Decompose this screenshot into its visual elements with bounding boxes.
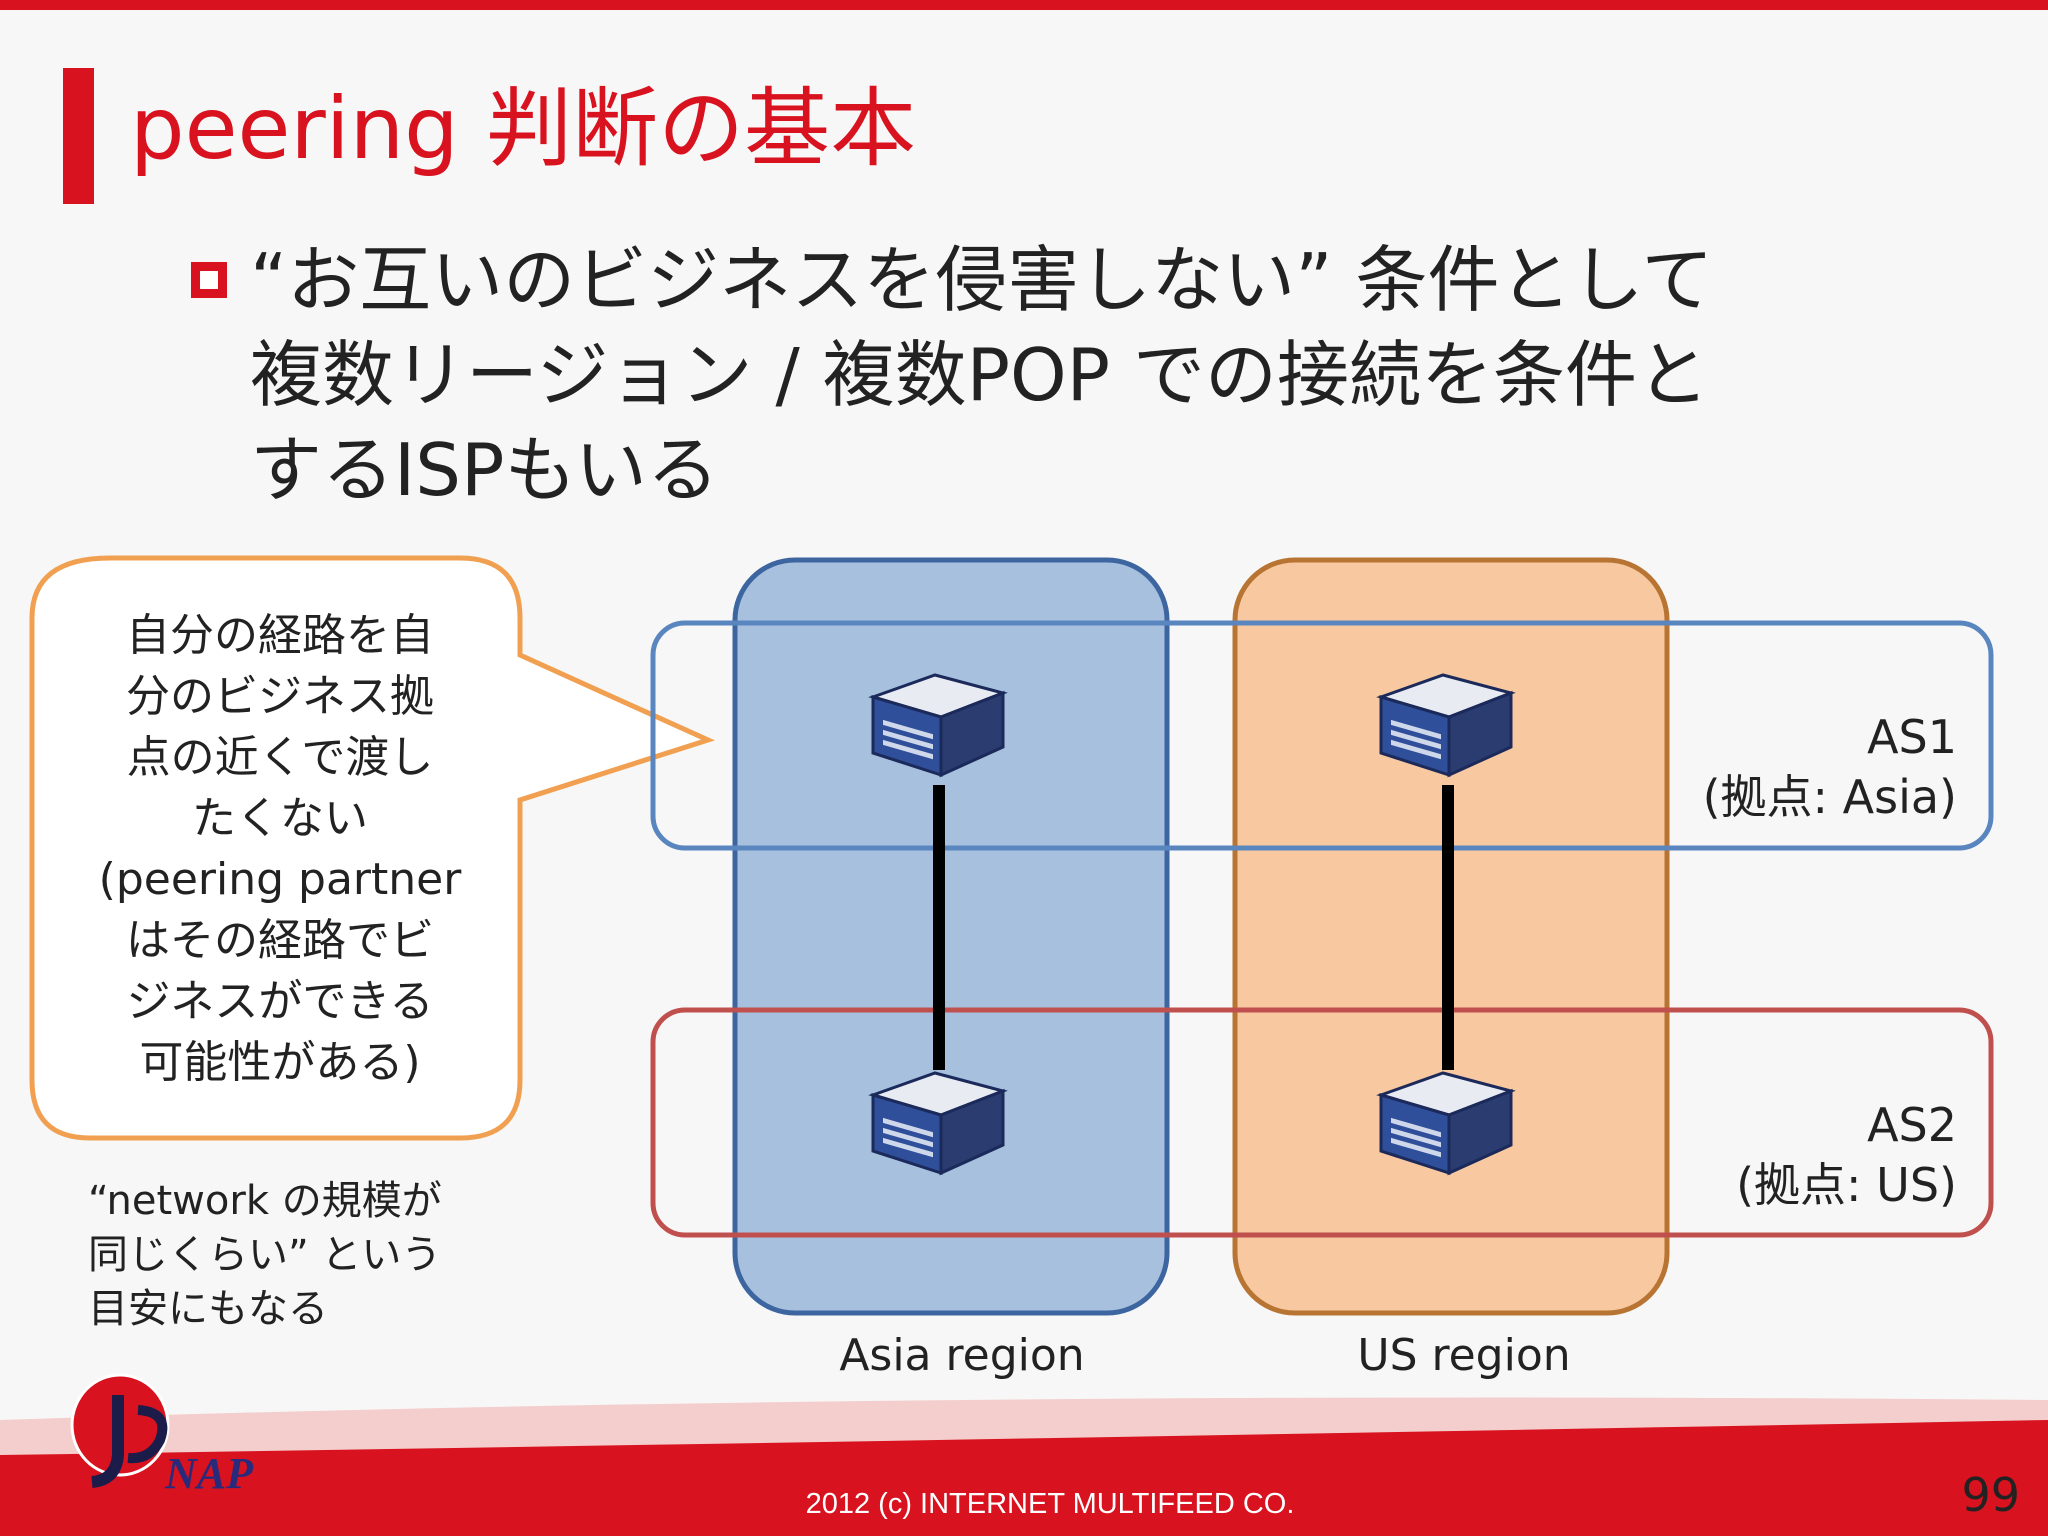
callout-bubble-shape [29, 555, 715, 1141]
callout-line: ジネスができる [126, 976, 434, 1027]
side-note: “network の規模が 同じくらい” という 目安にもなる [88, 1174, 508, 1336]
note-line: 目安にもなる [88, 1286, 328, 1332]
top-accent-bar [0, 0, 2048, 10]
slide-title: peering 判断の基本 [130, 79, 917, 179]
bullet-text-line-2: 複数リージョン / 複数POP での接続を条件と [250, 333, 1709, 417]
callout-line: 自分の経路を自 [126, 610, 434, 661]
note-line: “network の規模が [88, 1178, 442, 1224]
as1-name: AS1 [1867, 710, 1957, 764]
us-region-label: US region [1357, 1330, 1571, 1381]
as2-box [650, 1007, 1994, 1238]
callout-line: はその経路でビ [126, 915, 434, 966]
copyright-text: 2012 (c) INTERNET MULTIFEED CO. [805, 1488, 1295, 1520]
callout-line: (peering partner [98, 854, 462, 905]
as1-box [650, 620, 1994, 851]
callout-line: 分のビジネス拠 [126, 671, 434, 722]
jpnap-logo-icon [70, 1373, 170, 1488]
bullet-square-icon [191, 262, 227, 298]
as2-base: (拠点: US) [1736, 1158, 1957, 1212]
as2-label: AS2 (拠点: US) [1597, 1095, 1957, 1215]
callout-line: 点の近くで渡し [126, 732, 434, 783]
as1-base: (拠点: Asia) [1702, 770, 1957, 824]
callout-line: 可能性がある) [139, 1037, 421, 1088]
note-line: 同じくらい” という [88, 1232, 442, 1278]
title-accent-bar [63, 68, 94, 204]
as1-label: AS1 (拠点: Asia) [1597, 707, 1957, 827]
asia-region-box [732, 557, 1170, 1316]
callout-text: 自分の経路を自 分のビジネス拠 点の近くで渡し たくない (peering pa… [70, 605, 490, 1093]
footer-swoosh-main [0, 1420, 2048, 1536]
page-number: 99 [1961, 1468, 2020, 1522]
callout-line: たくない [192, 793, 368, 844]
asia-region-label: Asia region [839, 1330, 1085, 1381]
jpnap-logo-text: NAP [165, 1449, 253, 1498]
bullet-text-line-3: するISPもいる [250, 428, 719, 512]
bullet-text-line-1: “お互いのビジネスを侵害しない” 条件として [250, 238, 1714, 322]
as2-name: AS2 [1867, 1098, 1957, 1152]
